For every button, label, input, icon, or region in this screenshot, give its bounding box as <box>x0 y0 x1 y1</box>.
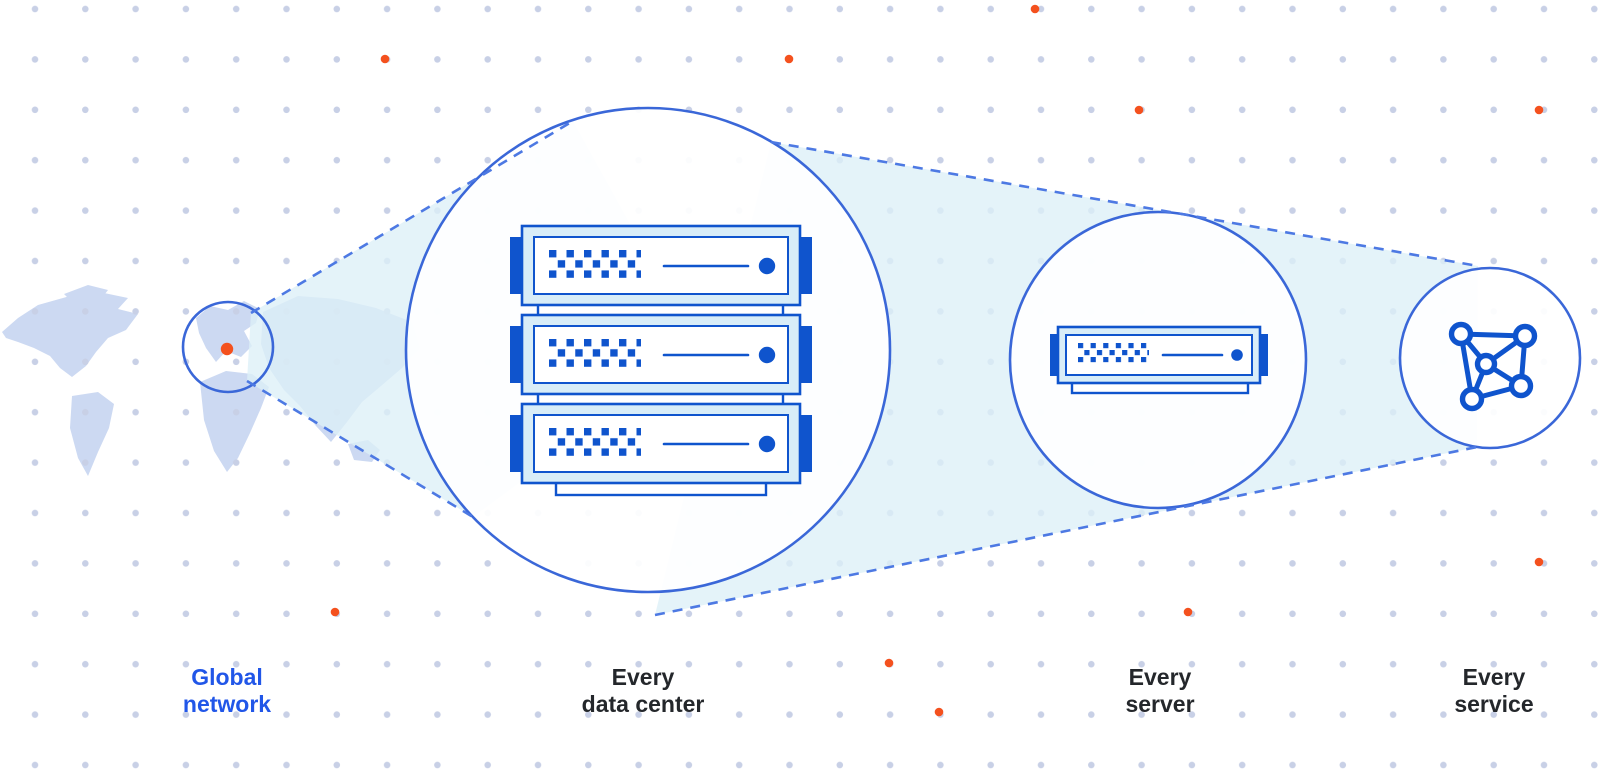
label-line: data center <box>581 691 705 717</box>
label-line: Every <box>1128 664 1192 690</box>
server-unit <box>510 224 812 307</box>
dither-display <box>549 428 641 456</box>
dither-display <box>549 339 641 367</box>
label-every-data-center: Every data center <box>582 664 705 718</box>
label-line: network <box>182 691 272 717</box>
server-icon <box>1050 325 1268 395</box>
globe-highlight-circle <box>181 300 275 394</box>
dither-display <box>1078 343 1149 363</box>
label-global-network: Global network <box>183 664 271 718</box>
led-indicator <box>758 346 776 364</box>
label-line: Every <box>1462 664 1526 690</box>
orange-accent-dots <box>330 4 1544 717</box>
server-unit <box>510 313 812 396</box>
server-rack-icon <box>510 224 812 497</box>
location-marker-icon <box>220 342 234 356</box>
label-line: Every <box>611 664 675 690</box>
led-indicator <box>758 257 776 275</box>
label-line: service <box>1454 691 1534 717</box>
server-unit <box>510 402 812 485</box>
label-line: Global <box>191 664 263 690</box>
dither-display <box>549 250 641 278</box>
label-every-server: Every server <box>1125 664 1194 718</box>
led-indicator <box>758 435 776 453</box>
label-every-service: Every service <box>1454 664 1533 718</box>
network-mesh-icon <box>1448 321 1538 412</box>
led-indicator <box>1231 349 1243 361</box>
label-line: server <box>1125 691 1195 717</box>
zoom-dashed-lines <box>246 119 1479 617</box>
